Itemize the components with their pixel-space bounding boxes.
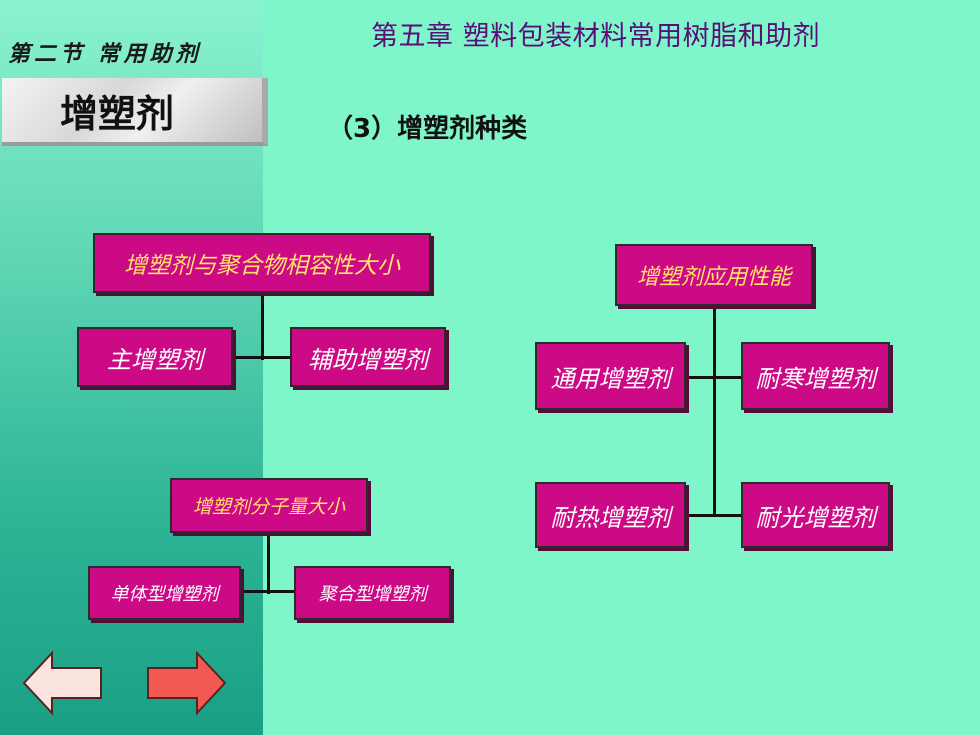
box-label: 增塑剂应用性能 <box>636 265 791 290</box>
connector-line <box>261 292 264 360</box>
connector-line <box>267 532 270 594</box>
box-label: 耐寒增塑剂 <box>755 364 876 393</box>
left-arrow-icon <box>22 650 102 716</box>
plaque-title: 增塑剂 <box>60 92 175 136</box>
box-label: 增塑剂分子量大小 <box>192 496 345 518</box>
back-button[interactable] <box>22 650 104 716</box>
connector-line <box>684 514 744 517</box>
box-app-root: 增塑剂应用性能 <box>615 244 813 306</box>
box-app-general: 通用增塑剂 <box>535 342 686 410</box>
connector-line <box>238 590 298 593</box>
box-label: 通用增塑剂 <box>550 364 671 393</box>
section-title: 第二节 常用助剂 <box>8 41 202 67</box>
box-app-cold: 耐寒增塑剂 <box>741 342 890 410</box>
box-label: 主增塑剂 <box>107 345 203 374</box>
forward-button[interactable] <box>145 650 227 716</box>
box-label: 单体型增塑剂 <box>110 584 219 605</box>
box-app-light: 耐光增塑剂 <box>741 482 890 548</box>
box-label: 聚合型增塑剂 <box>318 584 427 605</box>
box-mw-polymer: 聚合型增塑剂 <box>294 566 451 620</box>
box-compat-aux: 辅助增塑剂 <box>290 327 446 387</box>
connector-line <box>713 306 716 517</box>
box-compat-main: 主增塑剂 <box>77 327 233 387</box>
chapter-title: 第五章 塑料包装材料常用树脂和助剂 <box>371 21 821 52</box>
box-mw-root: 增塑剂分子量大小 <box>170 478 368 533</box>
topic-plaque: 增塑剂 <box>2 78 268 146</box>
box-app-heat: 耐热增塑剂 <box>535 482 686 548</box>
box-mw-monomer: 单体型增塑剂 <box>88 566 241 620</box>
box-label: 增塑剂与聚合物相容性大小 <box>124 253 400 279</box>
box-compat-root: 增塑剂与聚合物相容性大小 <box>93 233 431 293</box>
connector-line <box>684 376 744 379</box>
box-label: 辅助增塑剂 <box>308 345 428 374</box>
box-label: 耐光增塑剂 <box>755 503 876 532</box>
slide-subtitle: （3）增塑剂种类 <box>327 114 528 144</box>
right-arrow-icon <box>147 650 227 716</box>
box-label: 耐热增塑剂 <box>550 503 671 532</box>
connector-line <box>231 356 293 359</box>
